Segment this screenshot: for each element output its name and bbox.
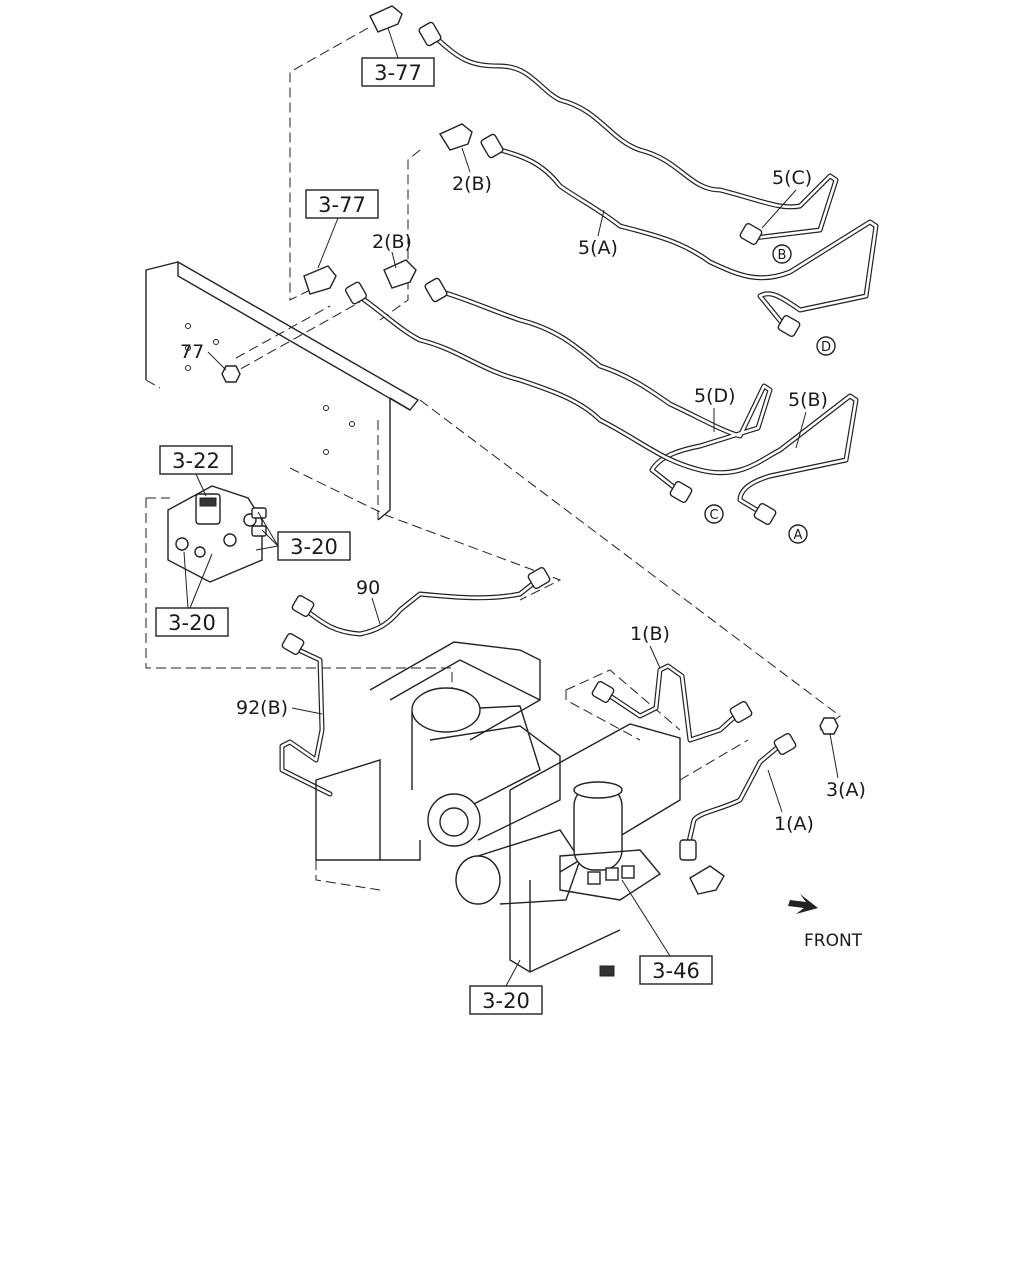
label-2b-lower: 2(B) [372,231,412,253]
label-90: 90 [356,577,380,599]
ref-box-3-20-right: 3-20 [255,511,351,561]
label-1b: 1(B) [630,623,670,645]
label-77: 77 [180,341,204,363]
ref-box-3-20-bottom: 3-20 [469,959,543,1015]
label-3a: 3(A) [826,779,866,801]
svg-text:3-22: 3-22 [172,449,220,473]
ref-box-3-77-top: 3-77 [361,27,435,87]
circle-marker-a: A [788,524,808,544]
label-2b-upper: 2(B) [452,173,492,195]
circle-marker-d: D [816,336,836,356]
label-1a: 1(A) [774,813,814,835]
svg-text:3-20: 3-20 [168,611,216,635]
ref-box-3-20-left: 3-20 [155,551,229,637]
valve-block [167,485,267,583]
svg-text:C: C [709,508,718,523]
svg-text:3-77: 3-77 [374,61,422,85]
ref-box-3-77-mid: 3-77 [305,189,379,269]
circle-marker-c: C [704,504,724,524]
svg-text:3-20: 3-20 [290,535,338,559]
circle-marker-b: B [772,244,792,264]
svg-text:3-20: 3-20 [482,989,530,1013]
fittings [221,21,839,861]
svg-text:3-46: 3-46 [652,959,700,983]
pipes [279,33,879,849]
label-92b: 92(B) [236,697,288,719]
tee-fittings [303,5,473,295]
frame-rail [145,261,420,521]
svg-text:D: D [821,340,831,355]
label-5d: 5(D) [694,385,736,407]
front-arrow-icon [788,894,818,914]
label-5b: 5(B) [788,389,828,411]
ref-box-3-22: 3-22 [159,445,233,497]
label-5a: 5(A) [578,237,618,259]
svg-text:A: A [794,528,803,543]
ref-box-3-46: 3-46 [621,879,713,985]
svg-text:3-77: 3-77 [318,193,366,217]
label-5c: 5(C) [772,167,812,189]
part-labels: 2(B) 5(C) 5(A) 2(B) 77 5(D) 5(B) 90 1(B)… [180,147,866,951]
tank-assembly [315,641,725,977]
svg-text:B: B [778,248,787,263]
label-front: FRONT [804,931,863,951]
